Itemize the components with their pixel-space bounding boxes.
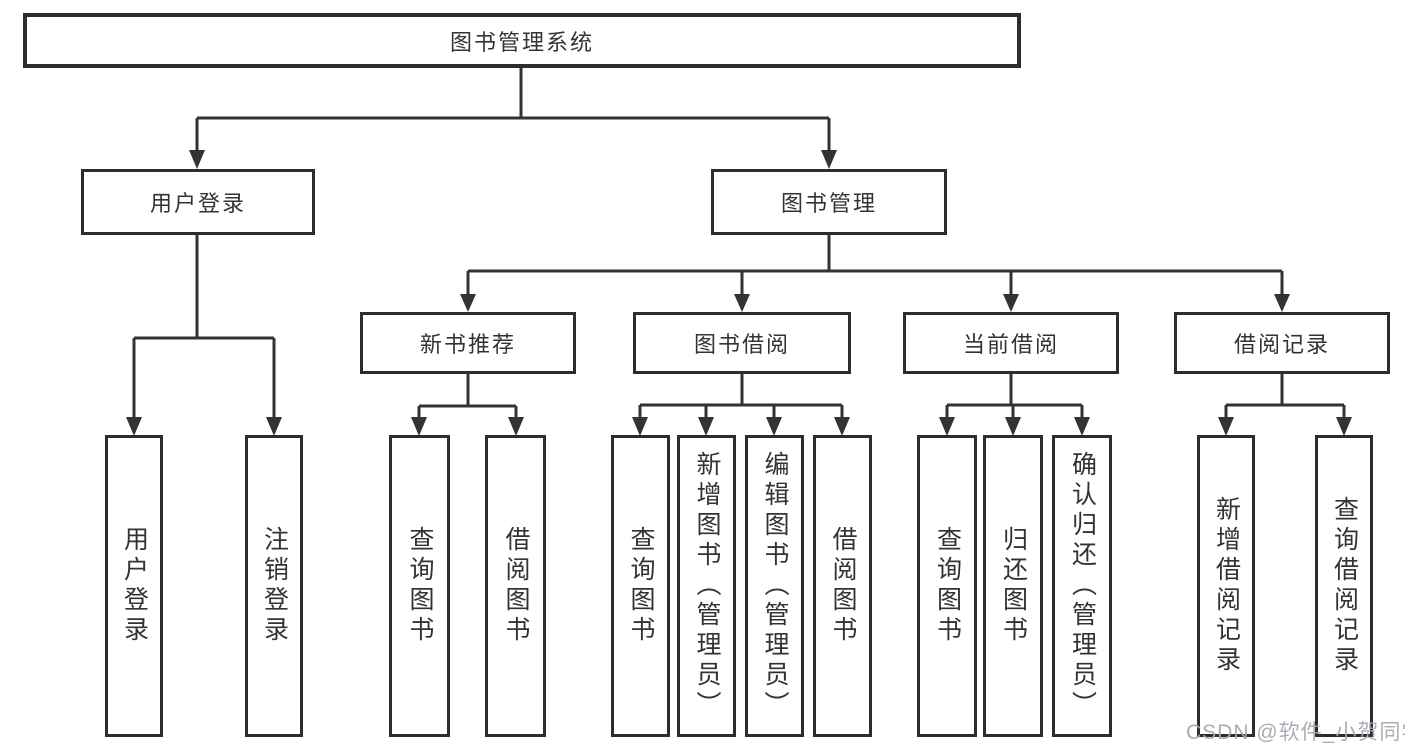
node-label: 归还图书 <box>999 526 1028 646</box>
node-label: 借阅记录 <box>1233 332 1330 357</box>
node-user-login: 用户登录 <box>105 435 163 737</box>
node-label: 借阅图书 <box>829 526 857 646</box>
node-borrow-records: 借阅记录 <box>1174 312 1390 374</box>
node-label: 新增图书（管理员） <box>693 451 721 721</box>
node-borrow-books: 借阅图书 <box>813 435 872 737</box>
node-confirm-return-admin: 确认归还（管理员） <box>1052 435 1112 737</box>
node-label: 图书管理 <box>780 191 877 216</box>
node-add-borrow-record: 新增借阅记录 <box>1197 435 1255 737</box>
node-label: 用户登录 <box>120 526 149 646</box>
node-label: 确认归还（管理员） <box>1068 451 1097 721</box>
node-label: 查询图书 <box>406 526 434 646</box>
node-label: 新书推荐 <box>419 332 516 357</box>
arrowheads <box>126 150 1352 436</box>
node-query-books-current: 查询图书 <box>917 435 977 737</box>
node-book-borrow: 图书借阅 <box>633 312 851 374</box>
node-label: 借阅图书 <box>502 526 530 646</box>
node-label: 编辑图书（管理员） <box>761 451 789 721</box>
node-query-books-borrow: 查询图书 <box>611 435 670 737</box>
node-book-management-branch: 图书管理 <box>711 169 947 235</box>
node-new-book-recommend: 新书推荐 <box>360 312 576 374</box>
node-label: 图书借阅 <box>693 332 790 357</box>
node-label: 查询图书 <box>933 526 962 646</box>
node-query-books-recommend: 查询图书 <box>389 435 450 737</box>
node-current-borrow: 当前借阅 <box>903 312 1119 374</box>
node-label: 查询借阅记录 <box>1330 496 1359 676</box>
node-label: 当前借阅 <box>962 332 1059 357</box>
node-user-login-branch: 用户登录 <box>81 169 315 235</box>
node-borrow-books-recommend: 借阅图书 <box>485 435 546 737</box>
node-label: 用户登录 <box>149 191 246 216</box>
node-return-book: 归还图书 <box>983 435 1043 737</box>
node-label: 新增借阅记录 <box>1212 496 1241 676</box>
csdn-watermark: CSDN @软件_小贺同学 <box>1186 721 1405 744</box>
node-label: 查询图书 <box>627 526 655 646</box>
node-label: 图书管理系统 <box>449 29 594 55</box>
node-label: 注销登录 <box>260 526 289 646</box>
node-edit-book-admin: 编辑图书（管理员） <box>745 435 804 737</box>
node-add-book-admin: 新增图书（管理员） <box>677 435 736 737</box>
node-book-management-system: 图书管理系统 <box>23 13 1021 68</box>
node-query-borrow-record: 查询借阅记录 <box>1315 435 1373 737</box>
node-logout: 注销登录 <box>245 435 303 737</box>
